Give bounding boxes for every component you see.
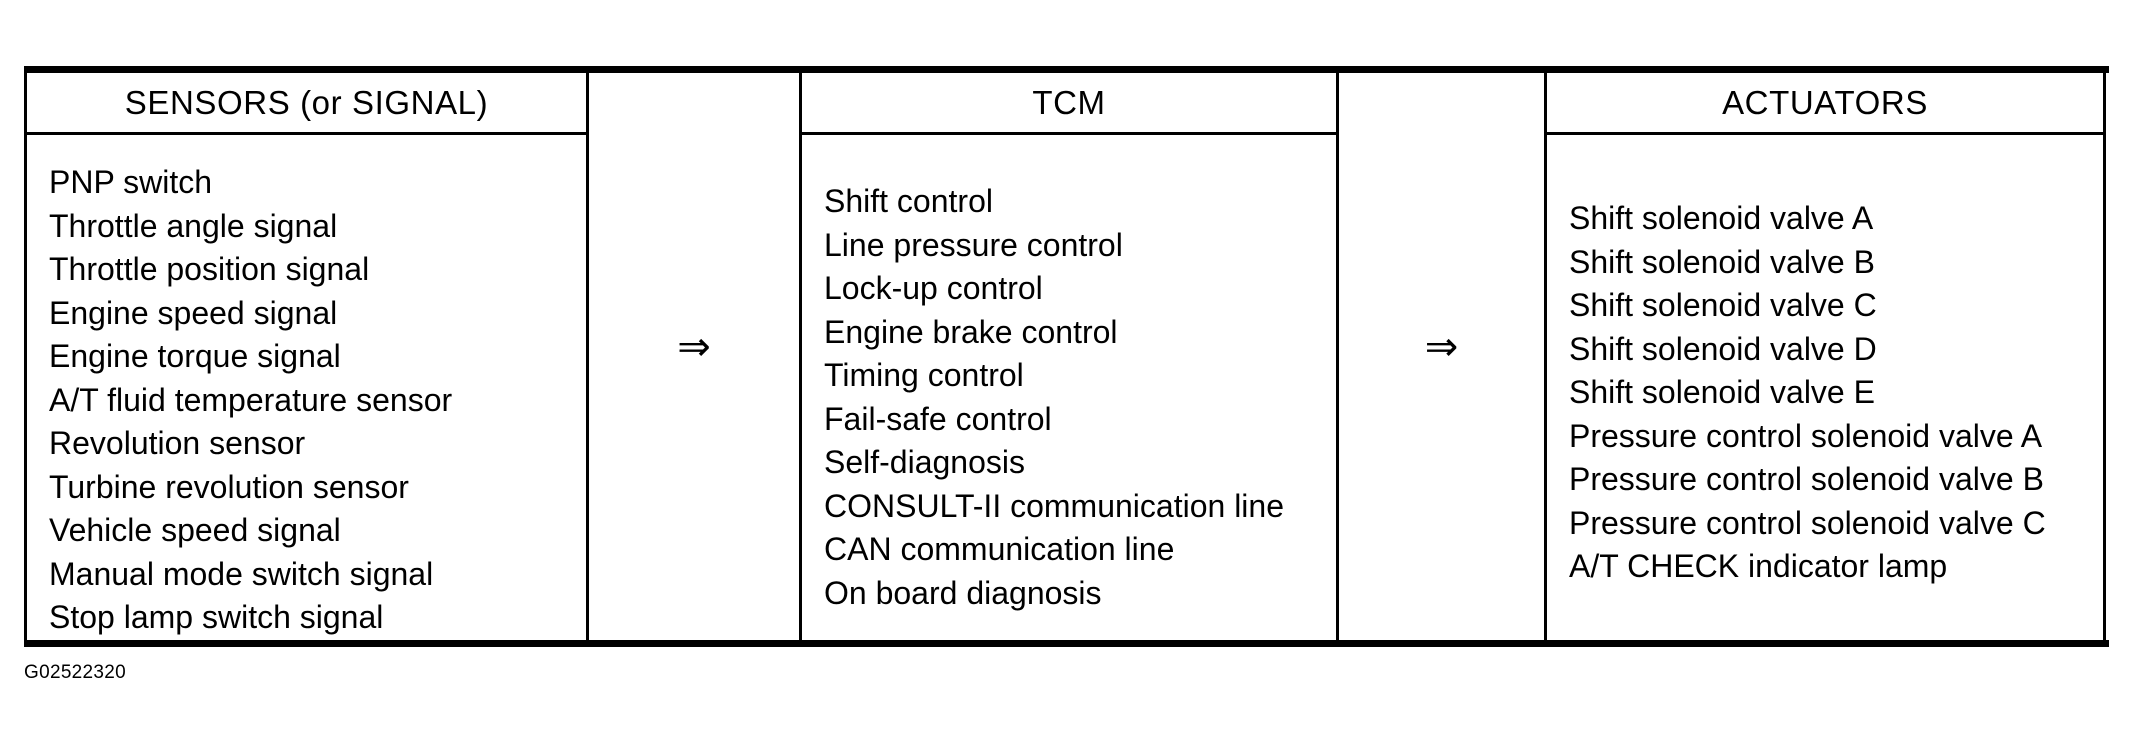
column-header-actuators: ACTUATORS — [1547, 73, 2103, 135]
list-item: Self-diagnosis — [824, 444, 1025, 480]
actuators-list: Shift solenoid valve A Shift solenoid va… — [1569, 197, 2103, 589]
list-item: Line pressure control — [824, 226, 1123, 263]
list-item: CONSULT-II communication line — [824, 487, 1284, 524]
sensors-list: PNP switch Throttle angle signal Throttl… — [49, 161, 586, 640]
list-item: Shift solenoid valve C — [1569, 287, 1877, 323]
column-header-tcm: TCM — [802, 73, 1336, 135]
column-sensors: SENSORS (or SIGNAL) PNP switch Throttle … — [24, 73, 589, 640]
tcm-list: Shift control Line pressure control Lock… — [824, 180, 1336, 615]
column-header-sensors: SENSORS (or SIGNAL) — [27, 73, 586, 135]
column-header-tcm-label: TCM — [1032, 83, 1106, 121]
list-item: Shift control — [824, 183, 993, 219]
list-item: Shift solenoid valve A — [1569, 200, 1874, 236]
column-body-tcm: Shift control Line pressure control Lock… — [802, 135, 1336, 640]
figure-caption-id: G02522320 — [24, 662, 127, 683]
list-item: Shift solenoid valve B — [1569, 243, 1875, 280]
table-top-rule — [24, 66, 2109, 73]
list-item: Engine speed signal — [49, 294, 338, 331]
list-item: PNP switch — [49, 164, 213, 200]
list-item: Shift solenoid valve D — [1569, 330, 1877, 367]
list-item: Engine brake control — [824, 313, 1118, 350]
list-item: On board diagnosis — [824, 574, 1102, 611]
list-item: Lock-up control — [824, 270, 1043, 306]
list-item: Manual mode switch signal — [49, 555, 434, 592]
list-item: Throttle position signal — [49, 251, 370, 287]
list-item: Shift solenoid valve E — [1569, 374, 1875, 410]
table-columns: SENSORS (or SIGNAL) PNP switch Throttle … — [24, 73, 2109, 640]
list-item: CAN communication line — [824, 531, 1175, 567]
list-item: Vehicle speed signal — [49, 512, 341, 548]
flow-gap-tcm-to-actuators: ⇒ — [1339, 73, 1544, 640]
list-item: Stop lamp switch signal — [49, 599, 384, 635]
list-item: A/T CHECK indicator lamp — [1569, 548, 1948, 584]
list-item: Throttle angle signal — [49, 207, 338, 244]
arrow-right-icon: ⇒ — [677, 324, 711, 371]
list-item: Fail-safe control — [824, 400, 1052, 437]
list-item: Pressure control solenoid valve B — [1569, 461, 2044, 497]
list-item: Pressure control solenoid valve A — [1569, 417, 2043, 454]
list-item: A/T fluid temperature sensor — [49, 381, 453, 418]
column-tcm: TCM Shift control Line pressure control … — [799, 73, 1339, 640]
column-header-sensors-label: SENSORS (or SIGNAL) — [124, 83, 489, 121]
column-actuators: ACTUATORS Shift solenoid valve A Shift s… — [1544, 73, 2106, 640]
list-item: Turbine revolution sensor — [49, 468, 409, 505]
list-item: Revolution sensor — [49, 425, 306, 461]
column-body-sensors: PNP switch Throttle angle signal Throttl… — [27, 135, 586, 640]
column-body-actuators: Shift solenoid valve A Shift solenoid va… — [1547, 135, 2103, 640]
list-item: Engine torque signal — [49, 338, 341, 374]
arrow-right-icon: ⇒ — [1424, 324, 1459, 371]
list-item: Timing control — [824, 357, 1024, 393]
control-system-table: SENSORS (or SIGNAL) PNP switch Throttle … — [24, 66, 2109, 647]
table-bottom-rule — [24, 639, 2109, 647]
list-item: Pressure control solenoid valve C — [1569, 504, 2046, 541]
column-header-actuators-label: ACTUATORS — [1722, 83, 1928, 121]
flow-gap-sensors-to-tcm: ⇒ — [589, 73, 799, 640]
